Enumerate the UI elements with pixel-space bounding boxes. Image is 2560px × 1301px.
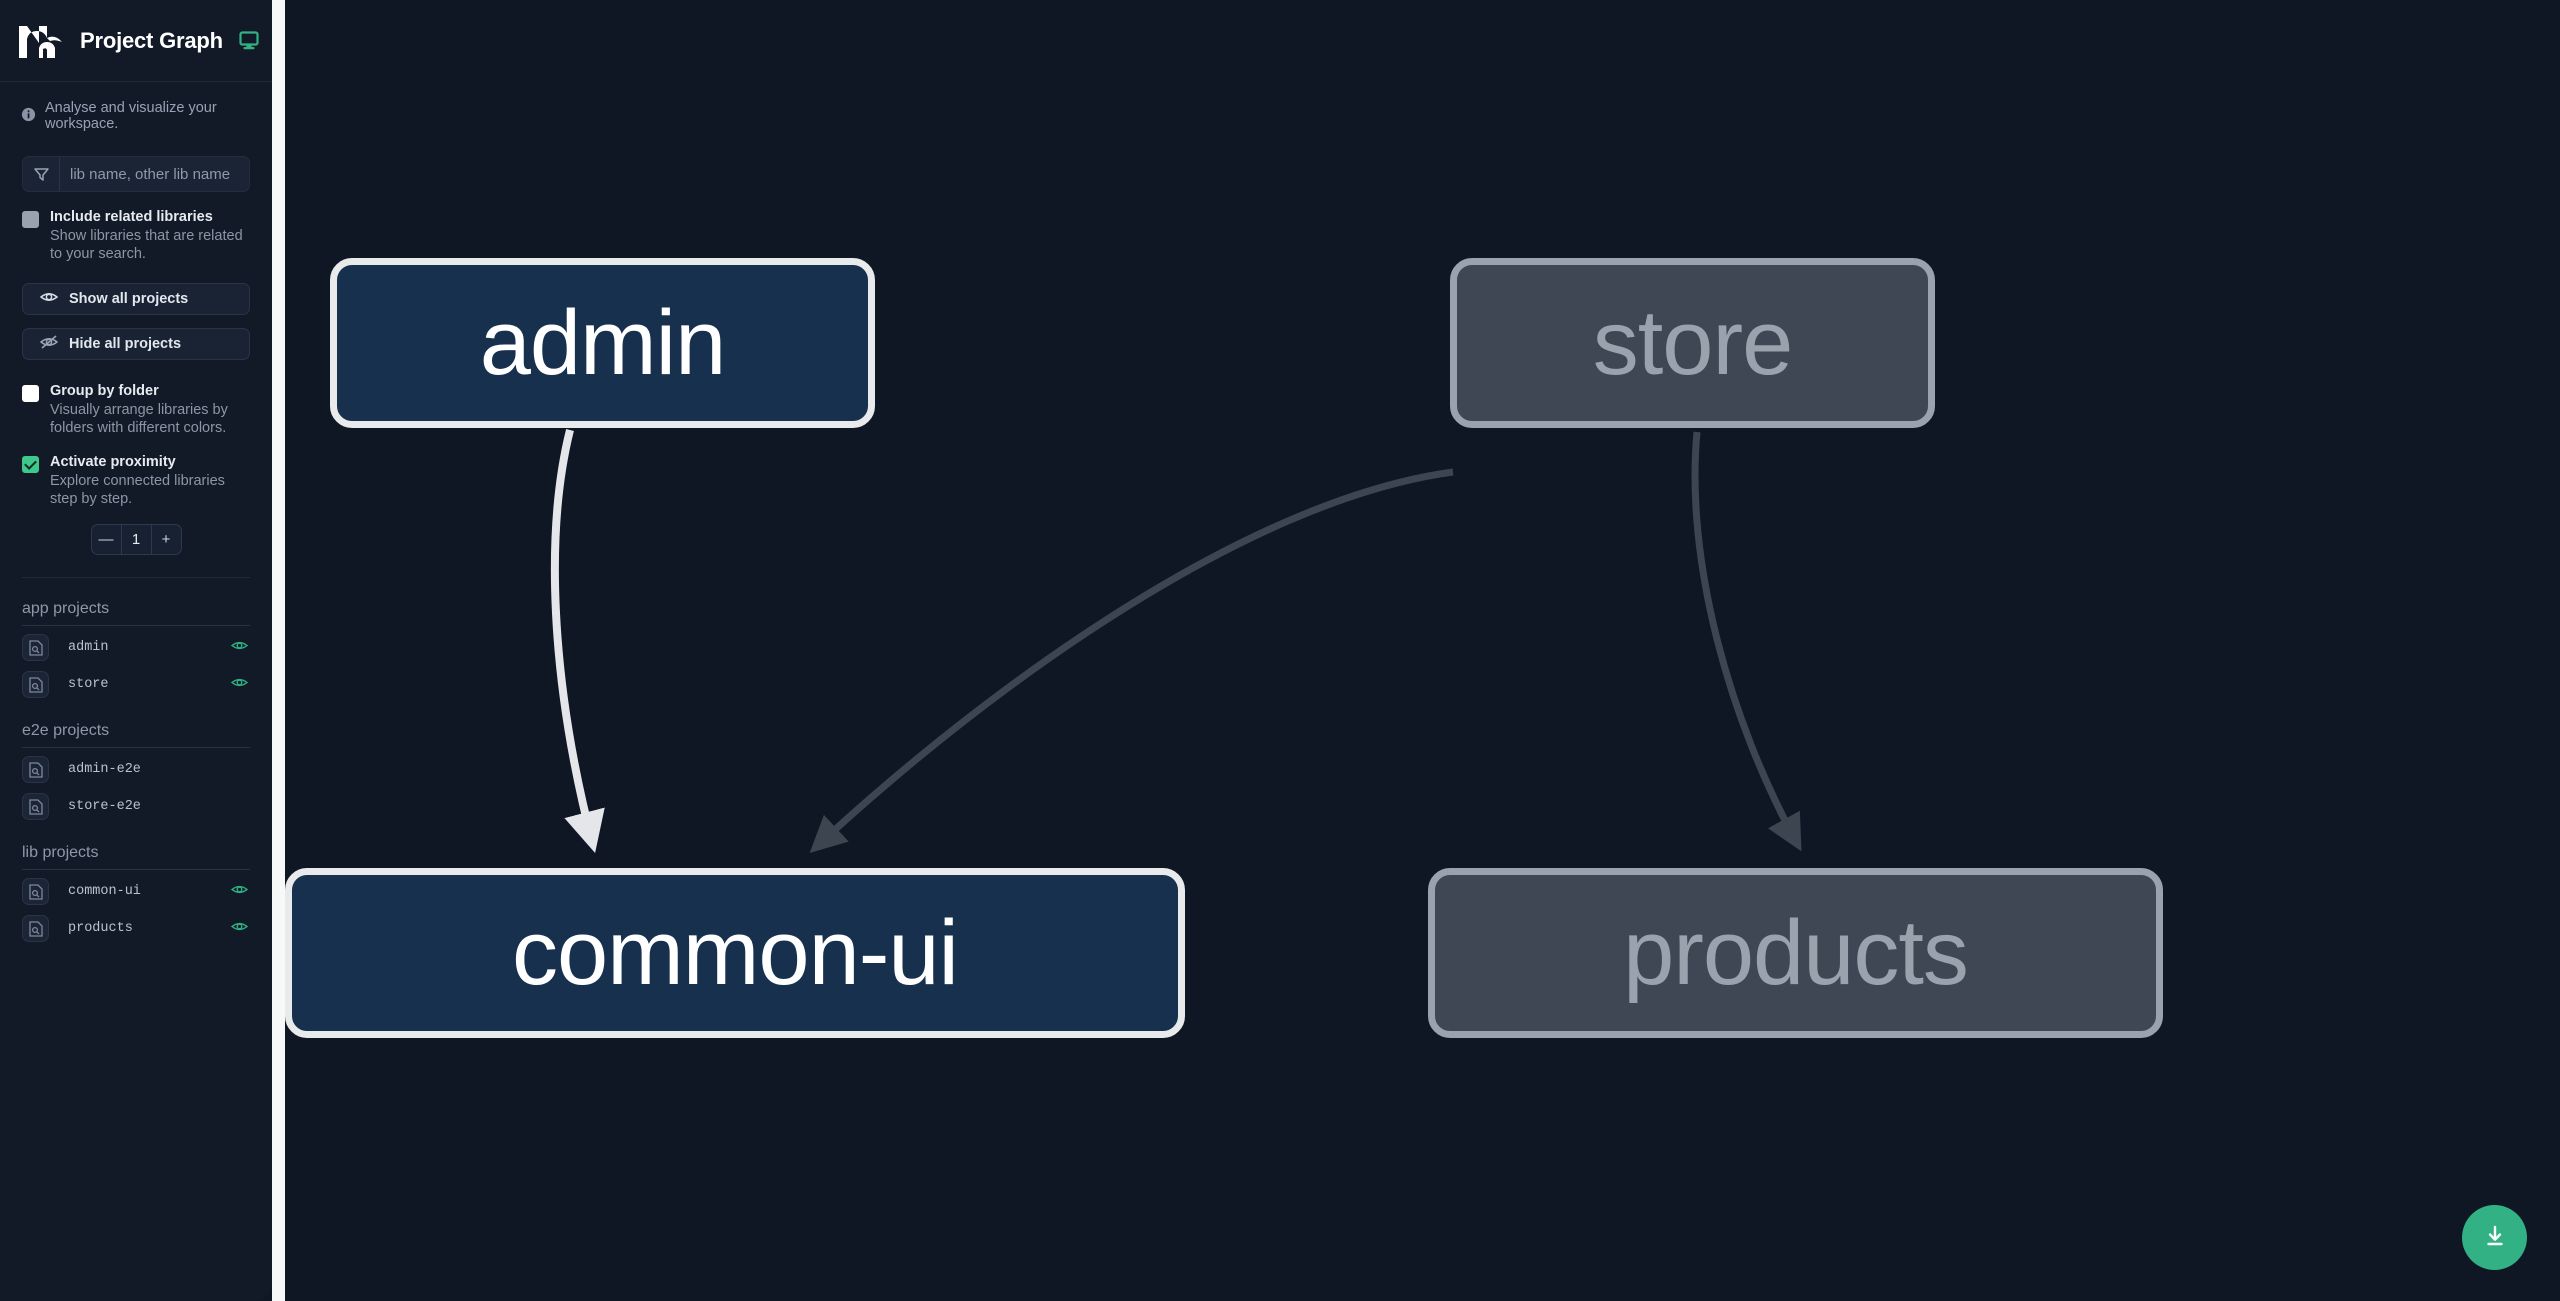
hide-all-projects-button[interactable]: Hide all projects: [22, 328, 250, 360]
graph-node-common-ui[interactable]: common-ui: [285, 868, 1185, 1038]
monitor-icon[interactable]: [239, 31, 259, 50]
download-button[interactable]: [2462, 1205, 2527, 1270]
project-label: store-e2e: [68, 799, 141, 814]
sidebar-item-common-ui[interactable]: common-ui: [22, 876, 250, 907]
option-title: Activate proximity: [50, 454, 176, 470]
option-title: Include related libraries: [50, 209, 213, 225]
info-icon: [21, 107, 36, 126]
edge-admin-to-common-ui: [550, 429, 605, 854]
sidebar-item-admin[interactable]: admin: [22, 632, 250, 663]
tagline: Analyse and visualize your workspace.: [0, 82, 272, 136]
sidebar-item-admin-e2e[interactable]: admin-e2e: [22, 754, 250, 785]
search-field[interactable]: [22, 156, 250, 192]
activate-proximity-checkbox[interactable]: [22, 456, 39, 473]
project-file-icon: [22, 793, 49, 820]
option-description: Visually arrange libraries by folders wi…: [50, 402, 228, 436]
eye-icon[interactable]: [230, 920, 249, 938]
graph-edges: [550, 429, 1802, 854]
project-label: products: [68, 921, 133, 936]
eye-icon: [39, 290, 59, 308]
eye-icon[interactable]: [230, 639, 249, 657]
project-file-icon: [22, 915, 49, 942]
sidebar: Project Graph Analyse and visualize your…: [0, 0, 272, 1301]
option-activate-proximity[interactable]: Activate proximity Explore connected lib…: [22, 454, 250, 508]
proximity-decrement-button[interactable]: —: [92, 525, 122, 554]
graph-canvas[interactable]: admin store common-ui products: [285, 0, 2560, 1301]
option-description: Explore connected libraries step by step…: [50, 473, 225, 507]
show-all-projects-button[interactable]: Show all projects: [22, 283, 250, 315]
sidebar-divider-line: [22, 577, 250, 578]
eye-icon[interactable]: [230, 883, 249, 901]
sidebar-resize-divider[interactable]: [272, 0, 285, 1301]
eye-icon[interactable]: [230, 676, 249, 694]
hide-all-projects-label: Hide all projects: [69, 336, 182, 352]
edge-store-to-products: [1691, 431, 1802, 852]
project-label: store: [68, 677, 109, 692]
sidebar-header: Project Graph: [0, 0, 272, 82]
include-related-libraries-checkbox[interactable]: [22, 211, 39, 228]
graph-node-label: common-ui: [511, 902, 959, 1004]
project-file-icon: [22, 671, 49, 698]
nx-logo-icon: [17, 22, 67, 60]
page-title: Project Graph: [80, 27, 223, 53]
project-label: common-ui: [68, 884, 141, 899]
proximity-value: 1: [131, 531, 141, 548]
group-rule: [22, 869, 250, 870]
show-all-projects-label: Show all projects: [69, 291, 189, 307]
group-title-lib-projects: lib projects: [22, 844, 99, 861]
group-by-folder-checkbox[interactable]: [22, 385, 39, 402]
sidebar-item-products[interactable]: products: [22, 913, 250, 944]
option-title: Group by folder: [50, 383, 159, 399]
project-label: admin: [68, 640, 109, 655]
option-description: Show libraries that are related to your …: [50, 228, 243, 262]
project-file-icon: [22, 634, 49, 661]
graph-node-label: admin: [479, 292, 727, 394]
group-rule: [22, 747, 250, 748]
graph-node-admin[interactable]: admin: [330, 258, 875, 428]
proximity-stepper[interactable]: — 1 +: [90, 524, 182, 555]
download-icon: [2482, 1223, 2508, 1252]
graph-node-products[interactable]: products: [1428, 868, 2163, 1038]
graph-node-label: store: [1592, 292, 1794, 394]
sidebar-item-store-e2e[interactable]: store-e2e: [22, 791, 250, 822]
graph-node-label: products: [1623, 902, 1969, 1004]
graph-node-store[interactable]: store: [1450, 258, 1935, 428]
project-file-icon: [22, 756, 49, 783]
filter-funnel-icon: [23, 157, 60, 191]
sidebar-item-store[interactable]: store: [22, 669, 250, 700]
project-label: admin-e2e: [68, 762, 141, 777]
group-title-e2e-projects: e2e projects: [22, 722, 110, 739]
edge-store-to-common-ui: [809, 468, 1454, 853]
proximity-increment-button[interactable]: +: [150, 525, 181, 554]
tagline-text: Analyse and visualize your workspace.: [45, 100, 217, 132]
group-rule: [22, 625, 250, 626]
sidebar-body: Include related libraries Show libraries…: [0, 156, 272, 944]
option-group-by-folder[interactable]: Group by folder Visually arrange librari…: [22, 383, 250, 437]
eye-off-icon: [39, 335, 59, 353]
group-title-app-projects: app projects: [22, 600, 110, 617]
project-file-icon: [22, 878, 49, 905]
option-include-related-libraries[interactable]: Include related libraries Show libraries…: [22, 209, 250, 263]
search-input[interactable]: [60, 157, 249, 191]
